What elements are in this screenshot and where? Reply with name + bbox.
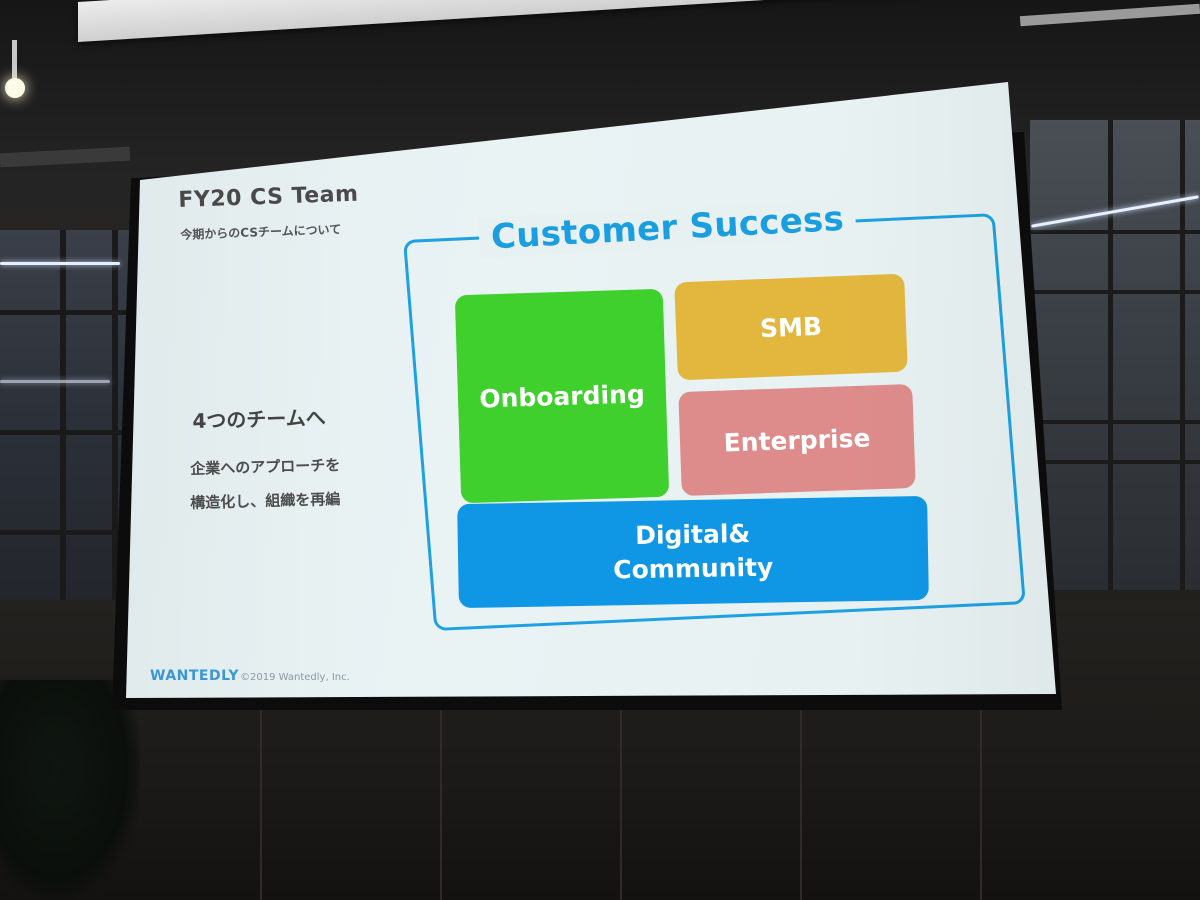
digital-community-team-box: Digital& Community <box>457 495 929 609</box>
slide-title: FY20 CS Team <box>178 181 359 213</box>
wantedly-logo: WANTEDLY <box>150 668 239 684</box>
wall-panel-line <box>980 700 982 900</box>
ceiling-light <box>0 262 120 265</box>
onboarding-label: Onboarding <box>478 378 646 414</box>
wall-panel-line <box>440 700 442 900</box>
wall-panel-line <box>800 700 802 900</box>
digital-label-line2: Community <box>613 552 774 585</box>
window-mullion <box>0 430 130 435</box>
slide-subtitle: 今期からのCSチームについて <box>180 222 342 242</box>
ceiling-light <box>1031 195 1199 228</box>
smb-team-box: SMB <box>674 273 908 381</box>
left-description-line: 構造化し、組織を再編 <box>190 490 341 512</box>
window-mullion <box>1030 290 1200 294</box>
ceiling-light <box>0 380 110 383</box>
window-mullion <box>0 310 130 315</box>
window-mullion <box>60 230 66 610</box>
wall-panel-line <box>620 700 622 900</box>
screen-rod <box>1019 3 1200 27</box>
left-description-line: 企業へのアプローチを <box>190 456 341 478</box>
left-heading: 4つのチームへ <box>192 405 327 433</box>
ceiling-beam <box>0 146 131 168</box>
copyright-text: ©2019 Wantedly, Inc. <box>240 672 350 683</box>
left-window <box>0 230 130 610</box>
onboarding-team-box: Onboarding <box>454 288 670 504</box>
window-mullion <box>1030 420 1200 424</box>
window-mullion <box>1108 120 1113 590</box>
enterprise-team-box: Enterprise <box>678 383 916 497</box>
digital-label-line1: Digital& <box>634 519 751 551</box>
window-mullion <box>112 230 118 610</box>
window-mullion <box>1030 460 1200 464</box>
window-mullion <box>1180 120 1185 590</box>
window-mullion <box>0 530 130 535</box>
right-window <box>1030 120 1200 590</box>
enterprise-label: Enterprise <box>723 422 871 458</box>
spotlight-bulb <box>5 78 25 98</box>
smb-label: SMB <box>759 311 823 343</box>
screen-housing <box>78 0 1038 42</box>
spotlight-rod <box>12 40 17 80</box>
wall-panel-line <box>260 700 262 900</box>
window-mullion <box>1030 230 1200 234</box>
plant-silhouette <box>0 680 140 900</box>
spotlight-icon <box>2 40 28 100</box>
